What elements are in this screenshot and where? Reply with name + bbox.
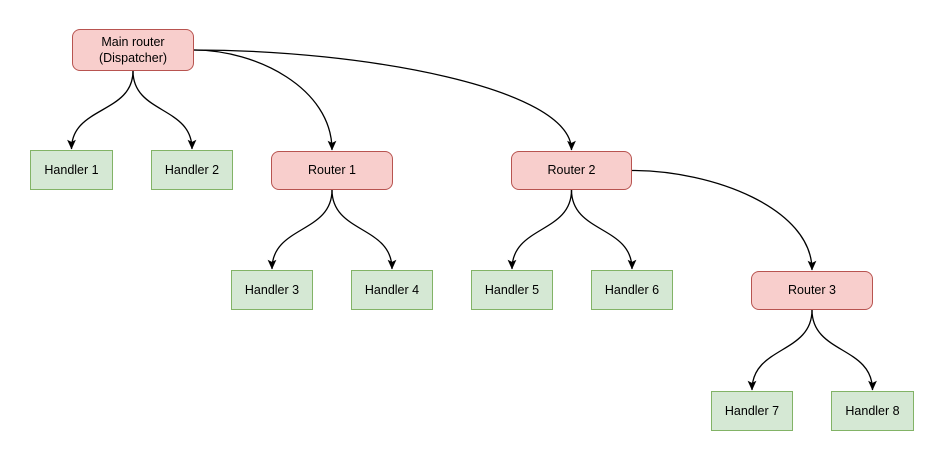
node-handler-5: Handler 5: [471, 270, 553, 310]
node-router-3: Router 3: [751, 271, 873, 310]
node-handler-8: Handler 8: [831, 391, 914, 431]
node-main-router: Main router (Dispatcher): [72, 29, 194, 71]
node-handler-2: Handler 2: [151, 150, 233, 190]
node-handler-6: Handler 6: [591, 270, 673, 310]
node-router-1: Router 1: [271, 151, 393, 190]
node-handler-4: Handler 4: [351, 270, 433, 310]
node-handler-7: Handler 7: [711, 391, 793, 431]
node-handler-3: Handler 3: [231, 270, 313, 310]
node-router-2: Router 2: [511, 151, 632, 190]
node-handler-1: Handler 1: [30, 150, 113, 190]
